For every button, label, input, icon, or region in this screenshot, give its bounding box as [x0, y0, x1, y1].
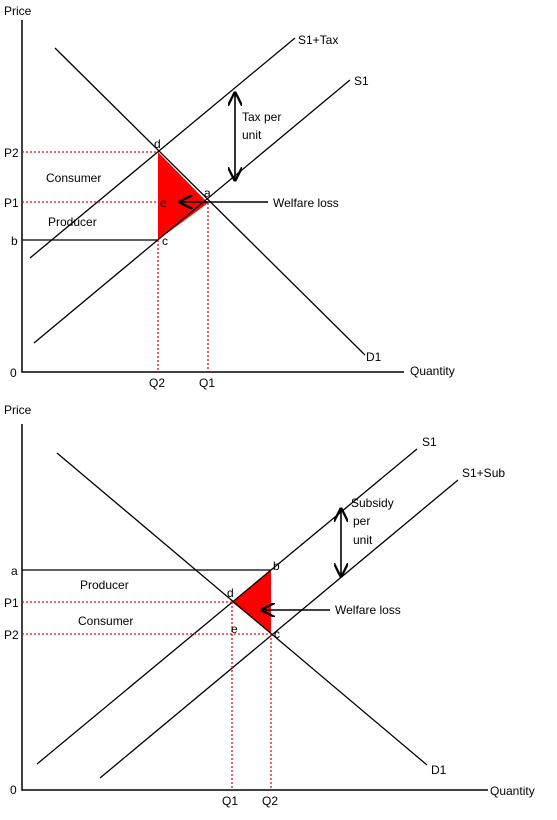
supply-tax-curve: [29, 37, 296, 259]
subsidy-per-unit-label-1: Subsidy: [351, 496, 394, 510]
subsidy-point-c: c: [274, 627, 280, 641]
supply-sub-label: S1+Sub: [462, 466, 505, 480]
tax-tick-p2: P2: [4, 146, 19, 160]
tax-axes: [21, 20, 404, 373]
tax-origin-label: 0: [10, 366, 17, 380]
tax-producer-label: Producer: [48, 215, 97, 229]
subsidy-diagram: Price Quantity 0 a P1 P2 Q1 Q2 S1 S1+Sub…: [4, 403, 535, 808]
tax-per-unit-label-1: Tax per: [242, 110, 281, 124]
tax-consumer-label: Consumer: [46, 171, 101, 185]
subsidy-tick-p1: P1: [4, 596, 19, 610]
demand-label: D1: [366, 350, 382, 364]
tax-point-c: c: [162, 234, 168, 248]
tax-per-unit-label-2: unit: [242, 128, 262, 142]
subsidy-welfare-loss-label: Welfare loss: [335, 603, 401, 617]
tax-tick-p1: P1: [4, 196, 19, 210]
subsidy-x-axis-label: Quantity: [490, 784, 535, 798]
subsidy-tick-p2: P2: [4, 628, 19, 642]
supply-label: S1: [354, 74, 369, 88]
subsidy-tick-q2: Q2: [262, 794, 278, 808]
subsidy-point-b: b: [273, 559, 280, 573]
subsidy-point-e: e: [231, 622, 238, 636]
subsidy-per-unit-label-3: unit: [353, 533, 373, 547]
subsidy-tick-a: a: [11, 564, 18, 578]
subsidy-producer-label: Producer: [80, 578, 129, 592]
tax-point-a: a: [204, 186, 211, 200]
tax-tick-q2: Q2: [149, 376, 165, 390]
tax-y-axis-label: Price: [4, 4, 32, 18]
subsidy-s1-label: S1: [422, 435, 437, 449]
subsidy-origin-label: 0: [10, 783, 17, 797]
tax-point-d: d: [154, 137, 161, 151]
tax-x-axis-label: Quantity: [410, 364, 455, 378]
supply-tax-label: S1+Tax: [298, 33, 338, 47]
subsidy-supply-curve: [36, 448, 418, 765]
supply-curve: [33, 79, 351, 344]
subsidy-tick-q1: Q1: [222, 794, 238, 808]
subsidy-d1-label: D1: [431, 763, 447, 777]
subsidy-per-unit-label-2: per: [353, 514, 370, 528]
subsidy-demand-curve: [56, 452, 428, 766]
subsidy-y-axis-label: Price: [4, 403, 32, 417]
subsidy-point-d: d: [227, 586, 234, 600]
supply-sub-curve: [99, 479, 459, 779]
tax-diagram: Price Quantity 0 P2 P1 b Q2 Q1 S1+Tax S1…: [4, 4, 455, 390]
tax-welfare-loss-label: Welfare loss: [273, 196, 339, 210]
tax-tick-b: b: [11, 234, 18, 248]
tax-tick-q1: Q1: [199, 376, 215, 390]
tax-point-e: e: [160, 196, 167, 210]
subsidy-consumer-label: Consumer: [78, 614, 133, 628]
subsidy-welfare-loss-triangle: [232, 570, 271, 634]
subsidy-axes: [21, 424, 488, 791]
